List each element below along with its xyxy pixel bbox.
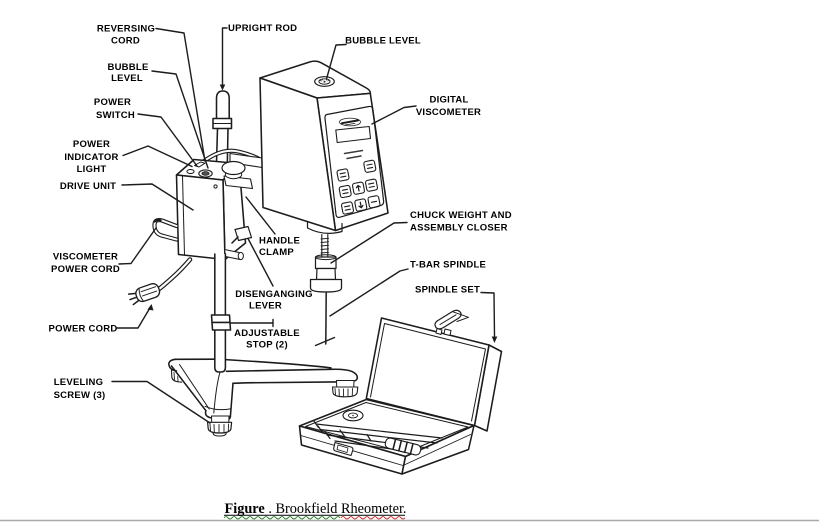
svg-text:SPINDLE SET: SPINDLE SET <box>415 285 480 296</box>
svg-text:CHUCK WEIGHT AND: CHUCK WEIGHT AND <box>410 210 512 221</box>
svg-text:DIGITAL: DIGITAL <box>429 95 468 106</box>
svg-text:LEVEL: LEVEL <box>111 73 143 84</box>
svg-text:BUBBLE LEVEL: BUBBLE LEVEL <box>345 36 421 47</box>
svg-text:Figure . Brookfield Rheometer.: Figure . Brookfield Rheometer. <box>225 501 407 517</box>
svg-text:POWER CORD: POWER CORD <box>49 324 118 335</box>
svg-text:LIGHT: LIGHT <box>77 164 107 175</box>
svg-text:POWER: POWER <box>94 97 131 108</box>
svg-text:CLAMP: CLAMP <box>259 247 294 258</box>
svg-text:POWER: POWER <box>73 139 110 150</box>
svg-text:CORD: CORD <box>111 36 140 47</box>
svg-text:ASSEMBLY CLOSER: ASSEMBLY CLOSER <box>410 223 508 234</box>
svg-text:UPRIGHT ROD: UPRIGHT ROD <box>228 23 297 34</box>
svg-text:LEVER: LEVER <box>249 301 282 312</box>
svg-text:LEVELING: LEVELING <box>54 377 104 388</box>
svg-text:ADJUSTABLE: ADJUSTABLE <box>234 328 300 339</box>
svg-text:VISCOMETER: VISCOMETER <box>416 107 481 118</box>
svg-text:POWER CORD: POWER CORD <box>51 264 120 275</box>
svg-text:DRIVE UNIT: DRIVE UNIT <box>60 181 116 192</box>
svg-text:REVERSING: REVERSING <box>97 24 155 35</box>
svg-text:INDICATOR: INDICATOR <box>64 152 118 163</box>
svg-text:DISENGANGING: DISENGANGING <box>235 289 312 300</box>
svg-text:HANDLE: HANDLE <box>259 236 300 247</box>
svg-text:T-BAR SPINDLE: T-BAR SPINDLE <box>410 260 486 271</box>
svg-text:STOP (2): STOP (2) <box>246 340 288 351</box>
svg-text:SCREW (3): SCREW (3) <box>54 390 106 401</box>
svg-text:VISCOMETER: VISCOMETER <box>53 252 118 263</box>
svg-text:BUBBLE: BUBBLE <box>107 62 148 73</box>
svg-text:SWITCH: SWITCH <box>96 110 135 121</box>
